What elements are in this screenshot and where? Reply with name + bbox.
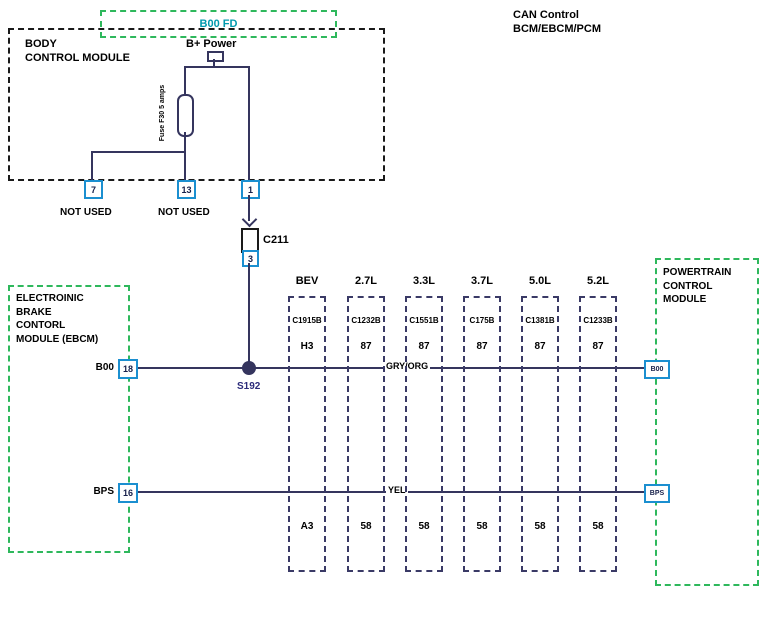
engine-label: BEV xyxy=(295,275,319,287)
connector-bottom-pin: 58 xyxy=(534,521,546,532)
bcm-title-line2: CONTROL MODULE xyxy=(25,52,130,65)
ebcm-title-line3: CONTORL xyxy=(16,320,66,331)
wire-segment xyxy=(213,59,215,67)
wire-segment xyxy=(91,151,93,181)
ebcm-title-line2: BRAKE xyxy=(16,306,52,318)
not-used-label-13: NOT USED xyxy=(158,207,210,218)
pcm-pin-b00: B00 xyxy=(644,360,670,379)
connector-top-pin: 87 xyxy=(534,341,546,352)
ebcm-pin-16: 16 xyxy=(118,483,138,503)
wire-segment xyxy=(248,66,250,181)
ebcm-title-line4: MODULE (EBCM) xyxy=(16,333,99,345)
connector-bottom-pin: 58 xyxy=(360,521,372,532)
engine-connector-bev: BEV C1915B H3 A3 xyxy=(288,274,326,574)
bcm-pin-1: 1 xyxy=(241,180,260,199)
pcm-title-line3: MODULE xyxy=(663,294,707,305)
bcm-title: BODY CONTROL MODULE xyxy=(25,37,130,66)
diagram-heading-line1: CAN Control xyxy=(513,9,579,21)
pcm-pin-bps: BPS xyxy=(644,484,670,503)
bcm-title-line1: BODY xyxy=(25,38,57,50)
fuse-label: Fuse F30 5 amps xyxy=(159,84,166,142)
wire-segment xyxy=(248,263,250,363)
wire-segment xyxy=(91,151,186,153)
pcm-title: POWERTRAIN CONTROL MODULE xyxy=(663,266,731,307)
connector-outline xyxy=(521,296,559,572)
bcm-pin-7: 7 xyxy=(84,180,103,199)
pcm-box xyxy=(655,258,759,586)
diagram-heading: CAN Control BCM/EBCM/PCM xyxy=(513,8,601,37)
wire-segment xyxy=(184,132,186,153)
ebcm-pin-b00-label: B00 xyxy=(95,362,114,373)
connector-top-pin: 87 xyxy=(592,341,604,352)
bcm-box xyxy=(8,28,385,181)
engine-label: 5.2L xyxy=(586,275,609,287)
wire-label-gry-org: GRY/ORG xyxy=(384,361,431,371)
connector-bottom-pin: 58 xyxy=(592,521,604,532)
c211-label: C211 xyxy=(263,234,289,246)
connector-name: C1551B xyxy=(409,316,439,325)
engine-connector-3-7l: 3.7L C175B 87 58 xyxy=(463,274,501,574)
not-used-label-7: NOT USED xyxy=(60,207,112,218)
pcm-title-line2: CONTROL xyxy=(663,280,713,292)
connector-outline xyxy=(579,296,617,572)
c211-pin-3: 3 xyxy=(242,250,259,267)
engine-label: 3.7L xyxy=(470,275,493,287)
connector-name: C1232B xyxy=(351,316,381,325)
connector-bottom-pin: 58 xyxy=(476,521,488,532)
bcm-pin-13: 13 xyxy=(177,180,196,199)
connector-bottom-pin: 58 xyxy=(418,521,430,532)
connector-top-pin: 87 xyxy=(476,341,488,352)
connector-top-pin: 87 xyxy=(360,341,372,352)
wire-segment xyxy=(184,66,186,95)
connector-name: C175B xyxy=(469,316,495,325)
connector-name: C1915B xyxy=(292,316,322,325)
arrow-down-icon xyxy=(241,211,258,228)
bpower-label: B+ Power xyxy=(186,38,237,50)
engine-connector-2-7l: 2.7L C1232B 87 58 xyxy=(347,274,385,574)
connector-top-pin: 87 xyxy=(418,341,430,352)
wire-segment xyxy=(184,66,250,68)
connector-name: C1233B xyxy=(583,316,613,325)
connector-outline xyxy=(288,296,326,572)
diagram-heading-line2: BCM/EBCM/PCM xyxy=(513,23,601,36)
engine-connector-5-2l: 5.2L C1233B 87 58 xyxy=(579,274,617,574)
connector-outline xyxy=(405,296,443,572)
splice-s192 xyxy=(242,361,256,375)
ebcm-title: ELECTROINIC BRAKE CONTORL MODULE (EBCM) xyxy=(16,292,98,346)
ebcm-pin-18: 18 xyxy=(118,359,138,379)
bpower-terminal xyxy=(207,51,224,62)
engine-connector-3-3l: 3.3L C1551B 87 58 xyxy=(405,274,443,574)
connector-top-pin: H3 xyxy=(300,341,314,352)
ebcm-box xyxy=(8,285,130,553)
b00fd-box: B00 FD xyxy=(100,10,337,38)
wire-segment xyxy=(184,151,186,181)
wire-segment xyxy=(248,195,250,221)
connector-outline xyxy=(347,296,385,572)
connector-outline xyxy=(463,296,501,572)
ebcm-title-line1: ELECTROINIC xyxy=(16,293,84,304)
fuse-symbol xyxy=(177,94,194,137)
wire-label-yel: YEL xyxy=(386,485,408,495)
connector-name: C1381B xyxy=(525,316,555,325)
engine-connector-5-0l: 5.0L C1381B 87 58 xyxy=(521,274,559,574)
engine-label: 5.0L xyxy=(528,275,551,287)
engine-label: 2.7L xyxy=(354,275,377,287)
b00fd-label: B00 FD xyxy=(199,17,238,30)
connector-bottom-pin: A3 xyxy=(300,521,314,532)
ebcm-pin-bps-label: BPS xyxy=(93,486,114,497)
engine-label: 3.3L xyxy=(412,275,435,287)
splice-label: S192 xyxy=(237,381,261,392)
pcm-title-line1: POWERTRAIN xyxy=(663,267,732,278)
